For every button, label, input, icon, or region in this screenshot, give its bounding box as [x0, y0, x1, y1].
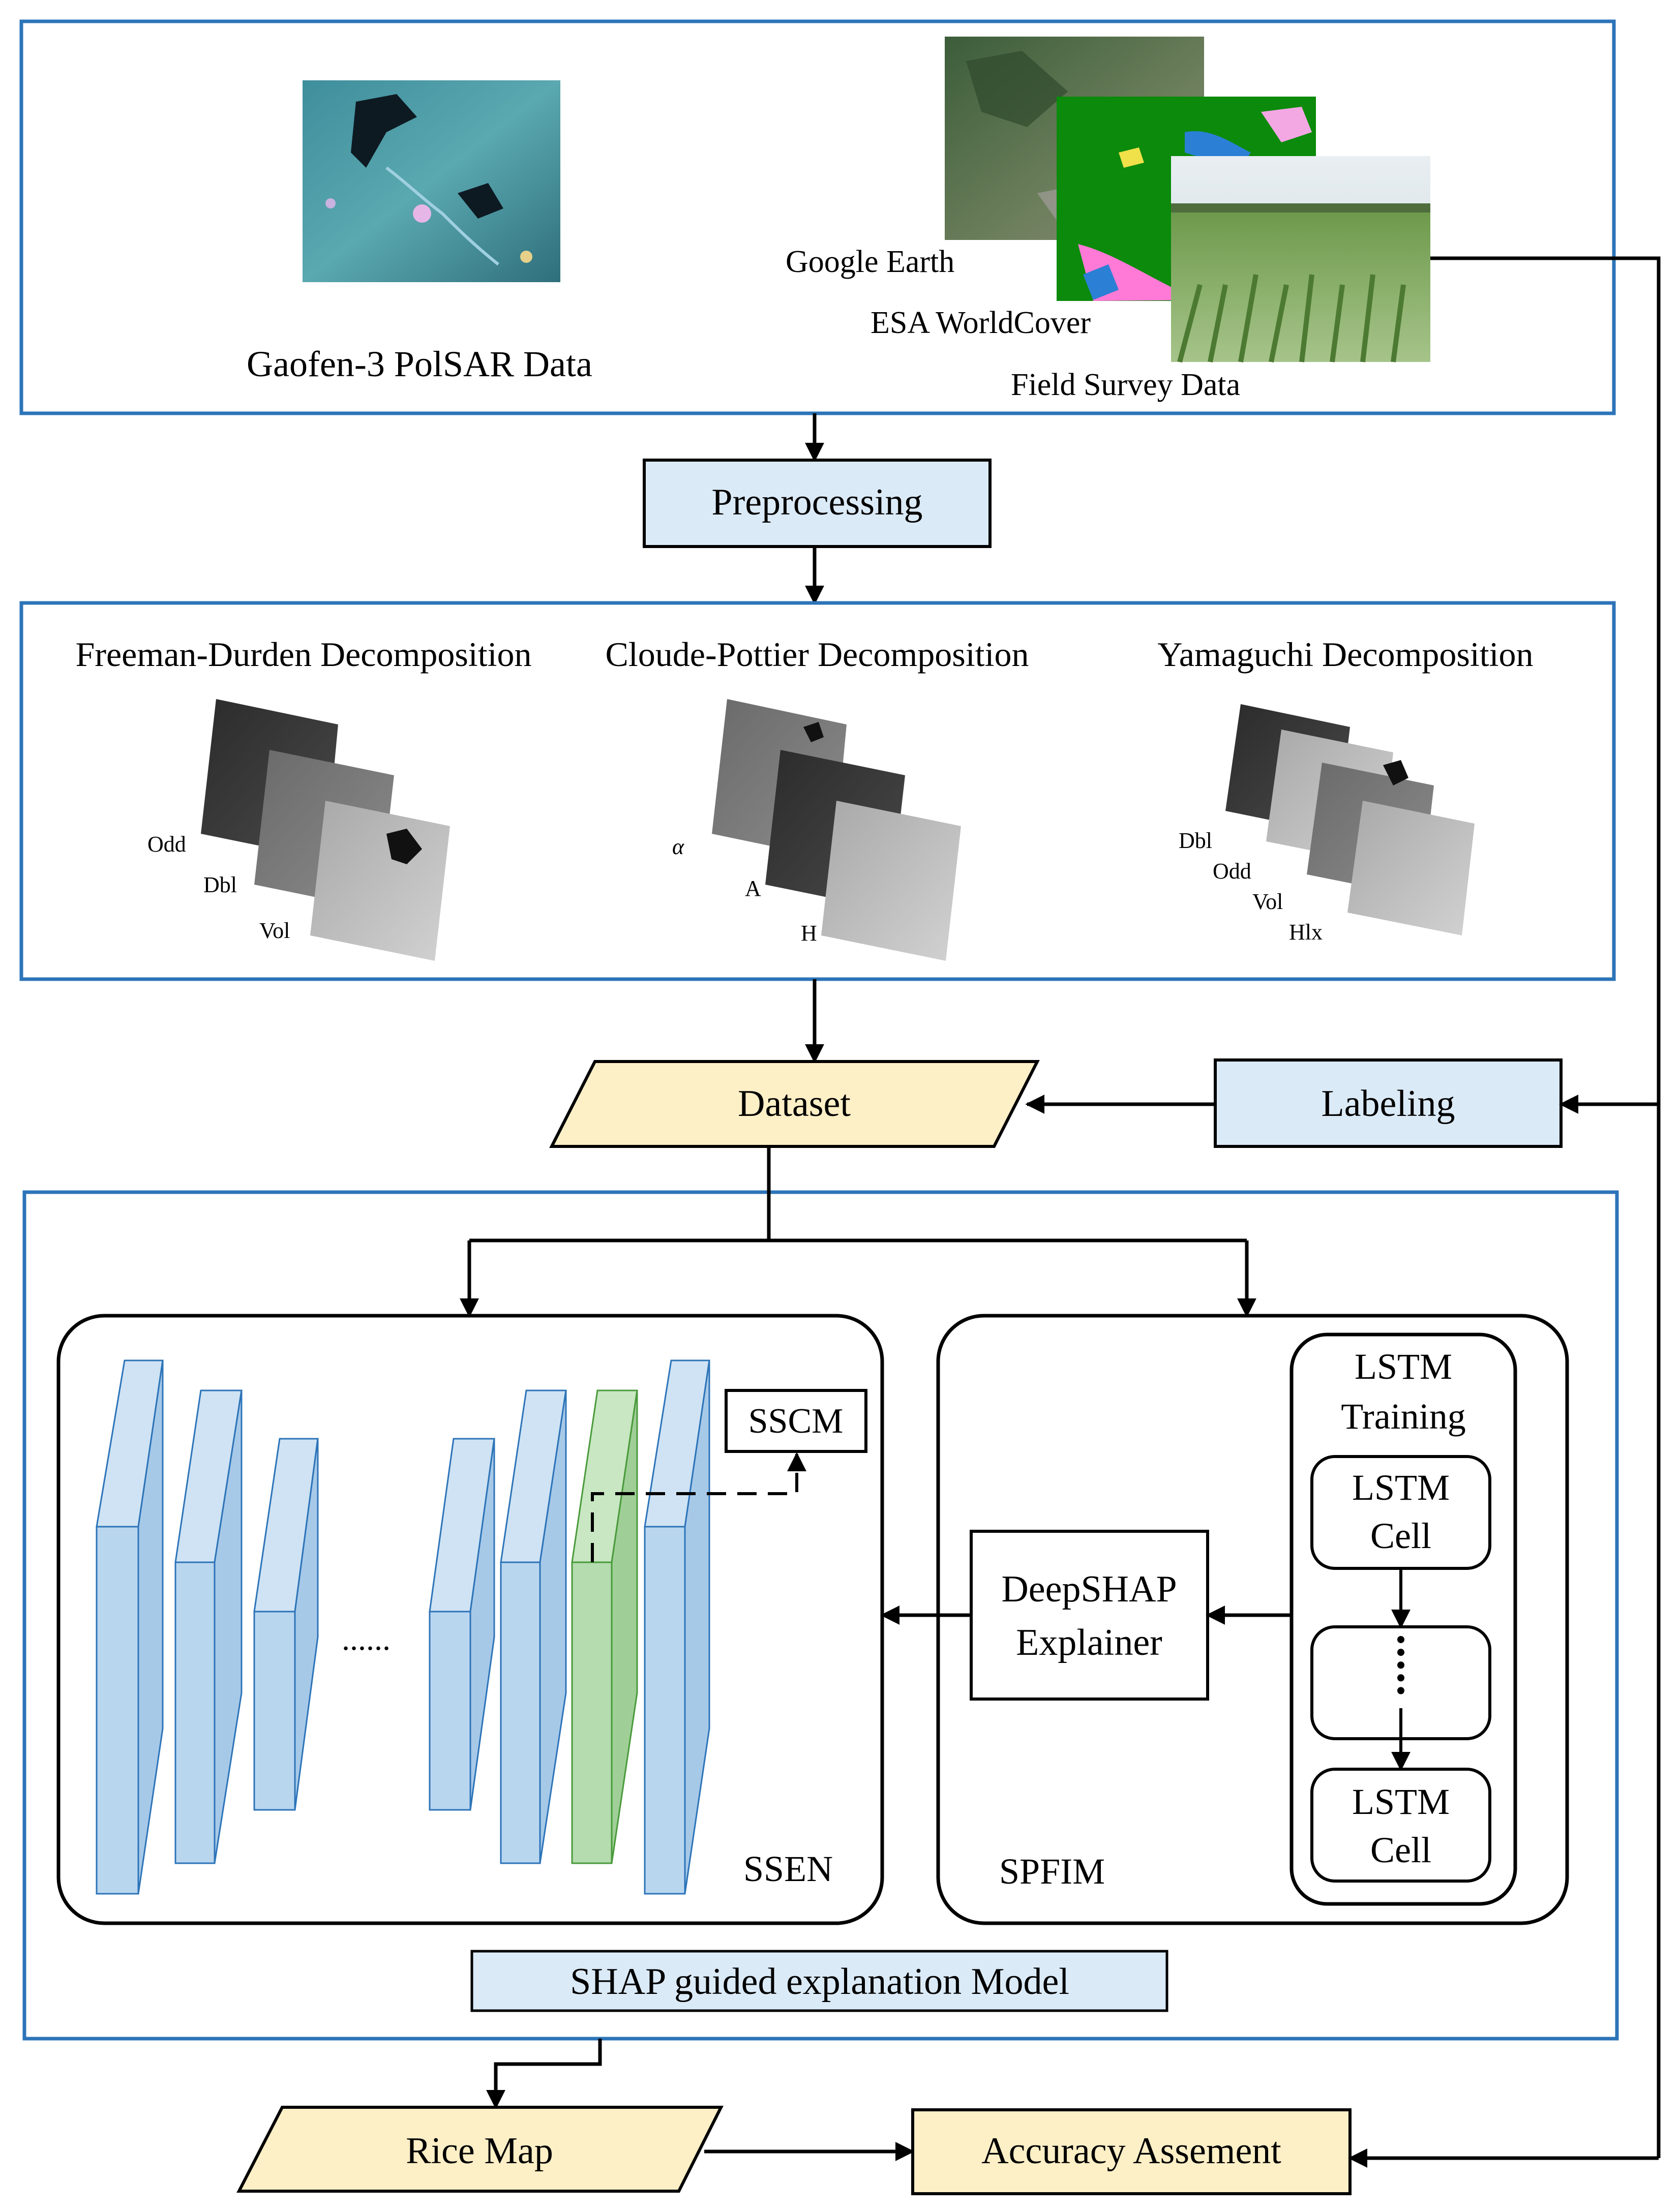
- rice-map-box: [236, 2106, 724, 2193]
- field-survey-image: [1171, 156, 1430, 363]
- lstm-cell-1-line2: Cell: [1370, 1516, 1431, 1556]
- arrow-model-to-ricemap: [486, 2039, 602, 2109]
- lstm-cell-1-line1: LSTM: [1352, 1467, 1450, 1508]
- yamaguchi-component-hlx: Hlx: [1289, 920, 1323, 945]
- ssen-label: SSEN: [743, 1849, 833, 1889]
- ssen-layer-3: [253, 1438, 319, 1811]
- preprocessing-label: Preprocessing: [711, 481, 922, 523]
- cloude-component-alpha: α: [672, 834, 684, 859]
- lstm-cell-2-line1: LSTM: [1352, 1781, 1450, 1822]
- sscm-label: SSCM: [748, 1402, 844, 1441]
- decomposition-frame: [19, 601, 1616, 981]
- spfim-panel: [936, 1314, 1569, 1925]
- freeman-image-stack: [201, 699, 450, 961]
- sscm-dashed-link: [591, 1452, 806, 1562]
- lstm-training-line1: LSTM: [1355, 1346, 1452, 1387]
- labeling-label: Labeling: [1321, 1083, 1455, 1125]
- deepshap-line1: DeepSHAP: [1001, 1568, 1177, 1610]
- dataset-box: [549, 1060, 1040, 1148]
- sscm-box: [725, 1389, 867, 1453]
- deepshap-box: [970, 1530, 1209, 1701]
- ssen-layer-green: [571, 1389, 638, 1864]
- yamaguchi-title: Yamaguchi Decomposition: [1157, 635, 1533, 674]
- rice-map-label: Rice Map: [406, 2130, 553, 2172]
- dataset-label: Dataset: [738, 1083, 851, 1125]
- yamaguchi-component-vol: Vol: [1252, 889, 1283, 914]
- accuracy-box: [911, 2108, 1352, 2195]
- ssen-layer-5: [500, 1389, 567, 1864]
- freeman-component-vol: Vol: [259, 918, 290, 943]
- freeman-title: Freeman-Durden Decomposition: [76, 635, 532, 674]
- field-survey-label: Field Survey Data: [1011, 368, 1240, 402]
- gaofen-sar-image: [303, 80, 560, 282]
- yamaguchi-component-dbl: Dbl: [1179, 828, 1212, 853]
- freeman-component-dbl: Dbl: [203, 872, 237, 897]
- lstm-cell-2: [1310, 1768, 1491, 1883]
- lstm-cell-2-line2: Cell: [1370, 1830, 1431, 1870]
- labeling-box: [1214, 1058, 1563, 1148]
- deepshap-line2: Explainer: [1016, 1622, 1162, 1663]
- ssen-layer-2: [174, 1389, 243, 1864]
- google-earth-label: Google Earth: [786, 245, 954, 279]
- model-label-box: [470, 1950, 1168, 2012]
- field-survey-connector: [1430, 256, 1661, 2158]
- model-label: SHAP guided explanation Model: [570, 1961, 1069, 2003]
- yamaguchi-image-stack: [1225, 704, 1475, 935]
- lstm-training-line2: Training: [1341, 1396, 1465, 1437]
- cloude-component-a: A: [745, 876, 761, 901]
- preprocessing-box: [643, 459, 992, 548]
- cloude-title: Cloude-Pottier Decomposition: [606, 635, 1029, 674]
- data-sources-frame: [19, 19, 1616, 415]
- model-frame: [22, 1190, 1619, 2041]
- cloude-image-stack: [712, 699, 961, 961]
- cloude-component-h: H: [801, 921, 817, 946]
- gaofen-label: Gaofen-3 PolSAR Data: [247, 344, 592, 384]
- lstm-training-container: [1289, 1332, 1517, 1906]
- spfim-label: SPFIM: [999, 1851, 1105, 1892]
- freeman-component-odd: Odd: [147, 832, 186, 857]
- ssen-layer-1: [96, 1359, 164, 1895]
- ssen-layer-6: [644, 1359, 710, 1895]
- ssen-ellipsis: ......: [342, 1621, 391, 1657]
- worldcover-label: ESA WorldCover: [871, 306, 1091, 340]
- accuracy-label: Accuracy Assement: [981, 2130, 1281, 2172]
- yamaguchi-component-odd: Odd: [1213, 859, 1251, 884]
- ssen-layer-4: [429, 1438, 495, 1811]
